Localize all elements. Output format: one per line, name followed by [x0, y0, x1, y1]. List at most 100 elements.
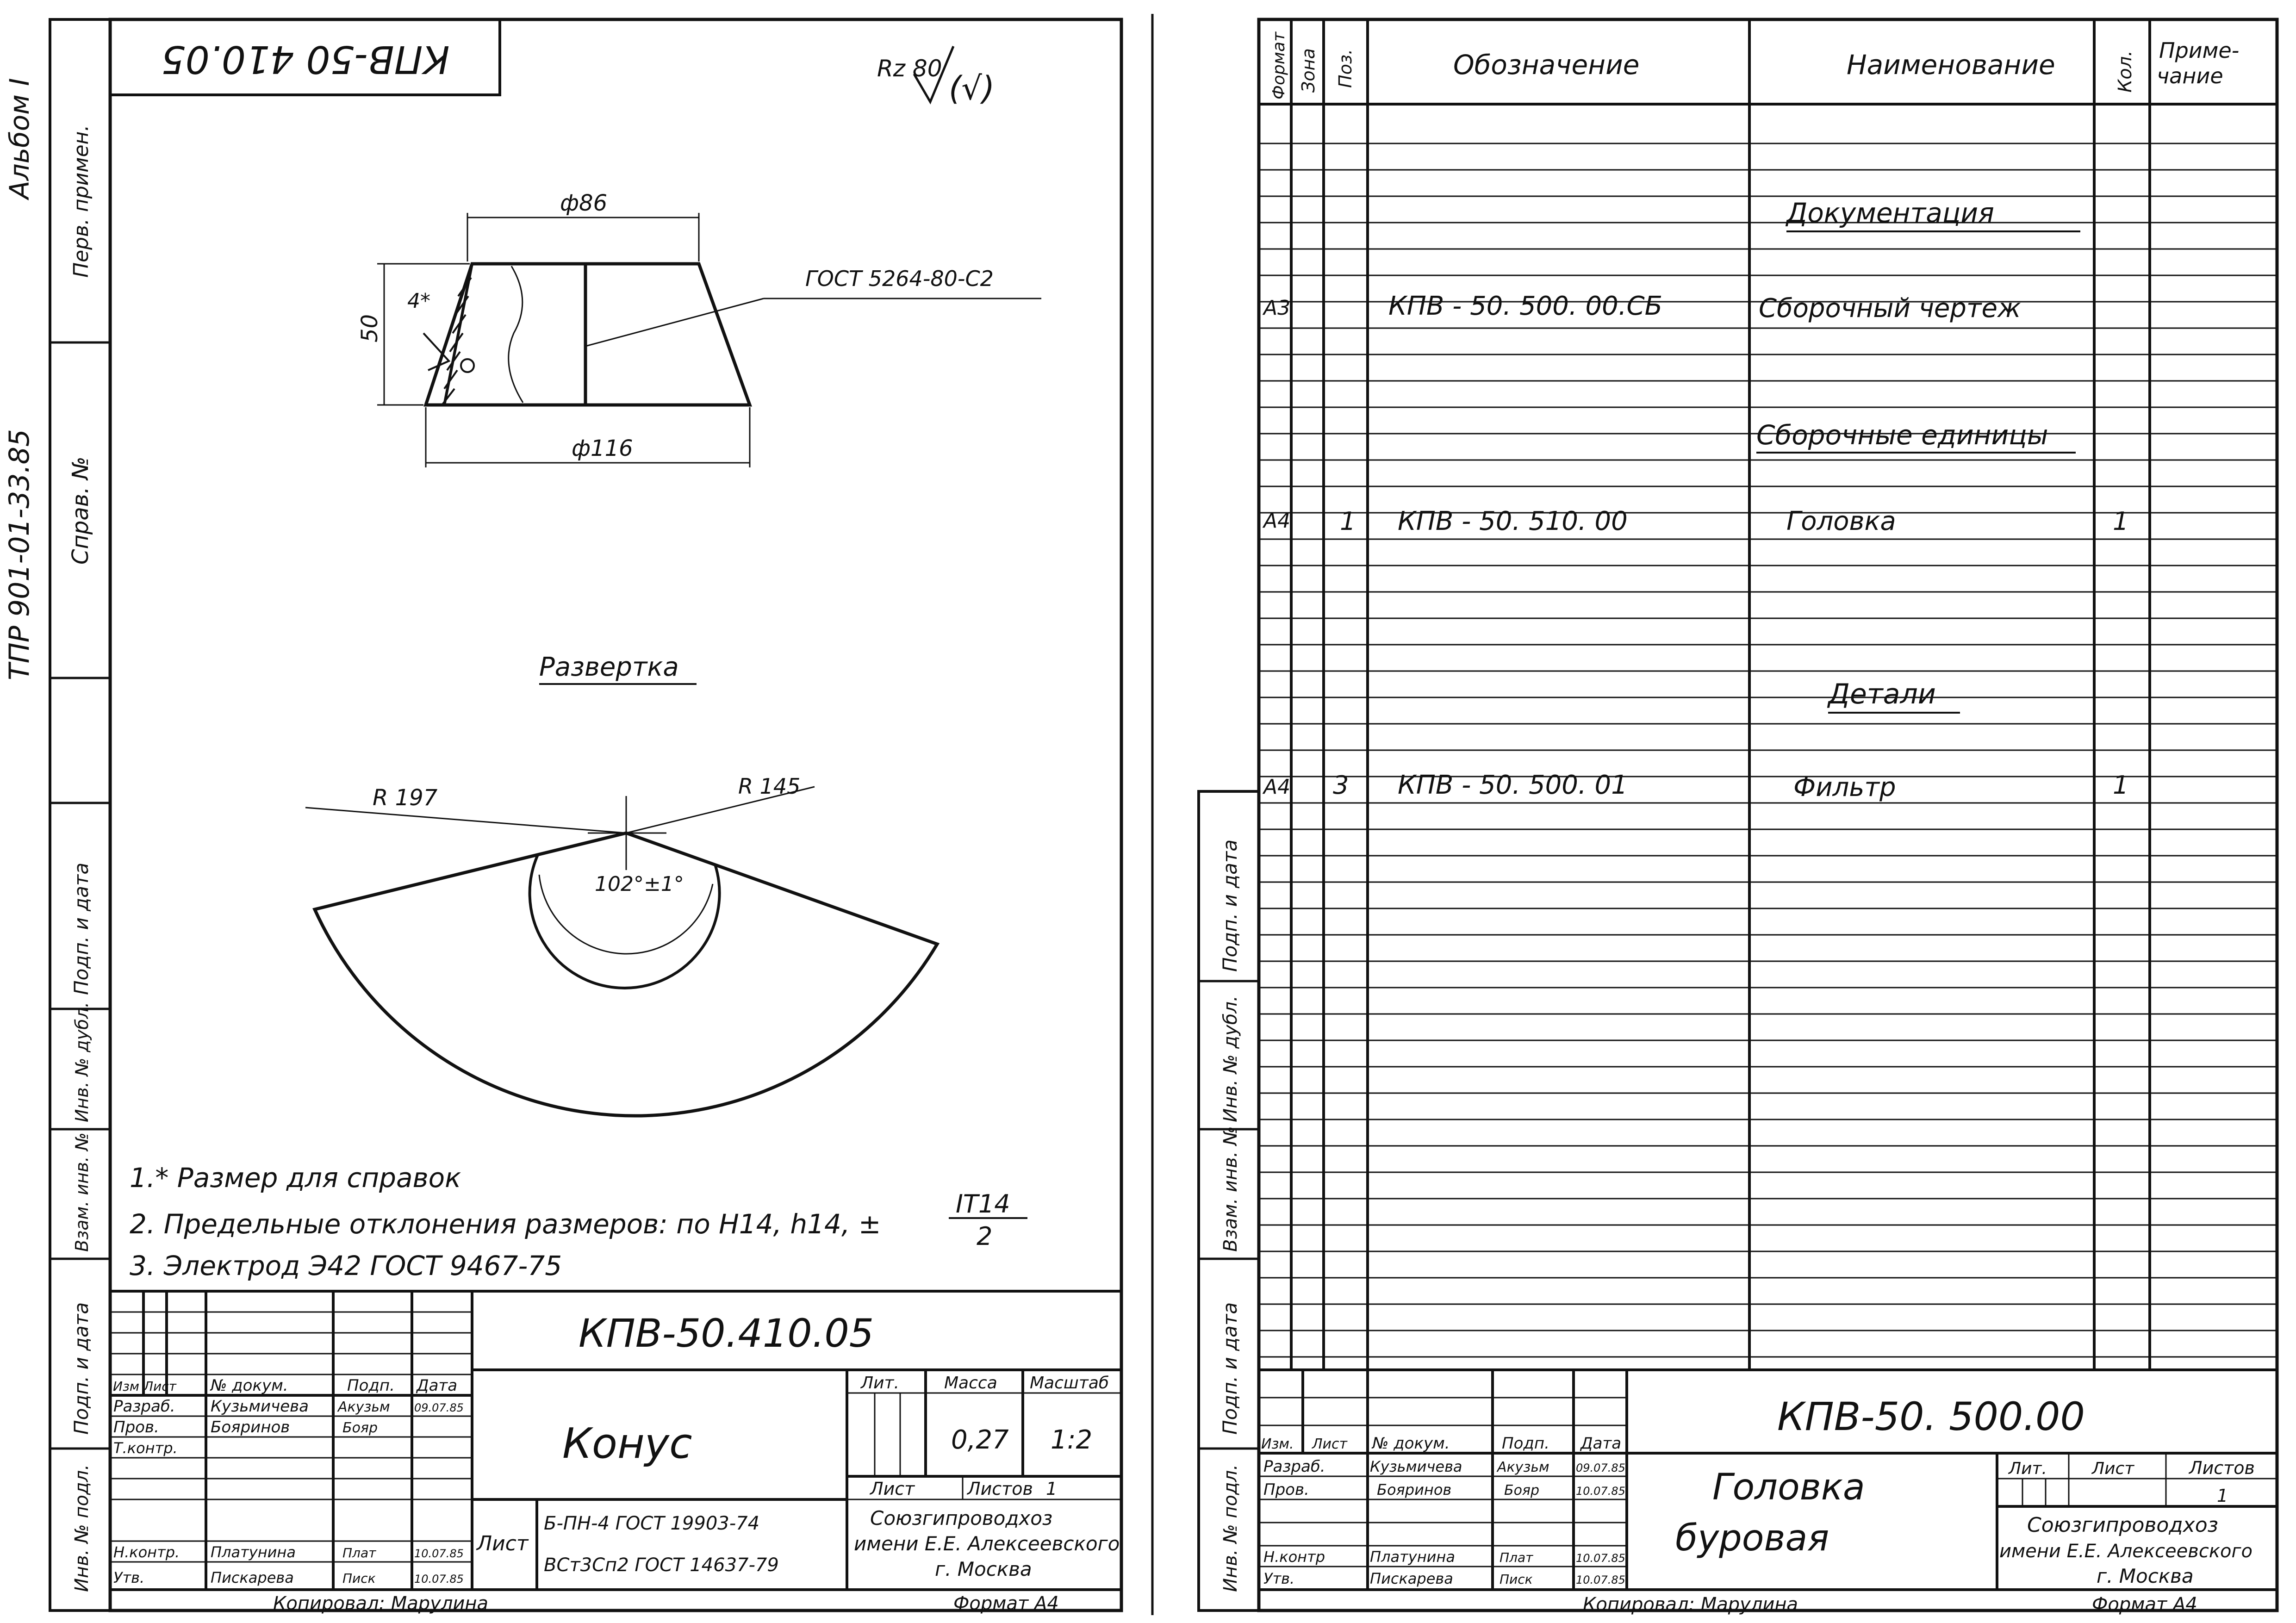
- perv-primen-label: Перв. примен.: [69, 125, 93, 278]
- org-line-2: имени Е.Е. Алексеевского: [854, 1532, 1120, 1555]
- row-date: 10.07.85: [414, 1573, 464, 1586]
- vzam-inv-label: Взам. инв. №: [72, 1132, 92, 1252]
- section-documentation: Документация: [1785, 197, 1994, 229]
- section-details: Детали: [1827, 678, 1936, 710]
- row-name: Кузьмичева: [211, 1397, 309, 1416]
- r-outer-label: R 197: [373, 785, 438, 811]
- col-poz: Поз.: [1335, 49, 1356, 88]
- row-role: Утв.: [1263, 1570, 1294, 1587]
- inv-podl-label: Инв. № подл.: [71, 1464, 93, 1592]
- product-name: буровая: [1675, 1517, 1829, 1559]
- sprav-no-label: Справ. №: [68, 456, 93, 565]
- row-sign: Пиcк: [1500, 1572, 1533, 1587]
- row-date: 10.07.85: [1576, 1573, 1625, 1586]
- right-title-block: [1259, 1368, 2277, 1591]
- col-kol: Кол.: [2115, 50, 2136, 93]
- row-sign: Плат: [1500, 1550, 1533, 1565]
- dim-top-label: ф86: [560, 190, 607, 216]
- row-name: Платунина: [1370, 1548, 1455, 1566]
- row-name: Платунина: [211, 1543, 296, 1561]
- massa-label: Масса: [944, 1374, 997, 1393]
- row-role: Разраб.: [113, 1397, 175, 1416]
- entry-format: А4: [1262, 775, 1290, 799]
- left-sheet: Альбом I ТПР 901-01-33.85 Перв. примен. …: [3, 18, 1123, 1614]
- hdr-list: Лист: [1312, 1436, 1348, 1452]
- row-date: 10.07.85: [1576, 1485, 1625, 1498]
- top-code-mirrored: КПВ-50 410.05: [161, 37, 449, 81]
- entry-name: Сборочный чертеж: [1759, 293, 2021, 323]
- org-line-2: имени Е.Е. Алексеевского: [1999, 1541, 2252, 1562]
- dim-bottom-label: ф116: [572, 435, 633, 461]
- masshtab-label: Масштаб: [1030, 1374, 1109, 1393]
- row-name: Бояринов: [1377, 1481, 1451, 1499]
- note-1: 1.* Размер для справок: [130, 1162, 461, 1194]
- list-label: Лист: [869, 1479, 915, 1499]
- masshtab-value: 1:2: [1051, 1425, 1092, 1455]
- row-date: 09.07.85: [1576, 1461, 1625, 1474]
- album-label: Альбом I: [4, 78, 35, 201]
- col-oboznachenie: Обозначение: [1453, 49, 1639, 81]
- listov-label: Листов: [2188, 1458, 2255, 1478]
- entry-name: Фильтр: [1793, 772, 1896, 802]
- hdr-list: Лист: [143, 1379, 177, 1394]
- inv-dubl-label: Инв. № дубл.: [1220, 995, 1241, 1122]
- entry-designation: КПВ - 50. 500. 00.СБ: [1388, 291, 1662, 321]
- row-sign: Бояр: [342, 1420, 378, 1436]
- row-name: Бояринов: [211, 1418, 290, 1436]
- podp-data-label: Подп. и дата: [1219, 839, 1241, 972]
- podp-data-label: Подп. и дата: [70, 863, 93, 995]
- hdr-podp: Подп.: [347, 1376, 395, 1395]
- row-name: Пискарева: [211, 1569, 294, 1586]
- specification-table: [1259, 19, 2277, 1370]
- col-zona: Зона: [1298, 48, 1319, 93]
- format-label: Формат А4: [2092, 1594, 2197, 1615]
- material-line-1: Б-ПН-4 ГОСТ 19903-74: [544, 1513, 759, 1534]
- roughness-value: Rz 80: [877, 55, 942, 82]
- listov-value: 1: [1046, 1479, 1057, 1499]
- col-primechanie: чание: [2157, 63, 2223, 88]
- right-sheet: Подп. и дата Инв. № дубл. Взам. инв. № П…: [1197, 18, 2279, 1615]
- left-frame: [108, 18, 1123, 1612]
- vzam-inv-label: Взам. инв. №: [1220, 1126, 1241, 1252]
- listov-value: 1: [2217, 1486, 2228, 1506]
- row-role: Н.контр: [1263, 1548, 1325, 1566]
- row-sign: Плат: [342, 1545, 376, 1561]
- development-view: [305, 786, 940, 1118]
- listov-label: Листов: [966, 1479, 1033, 1499]
- row-role: Пров.: [1263, 1480, 1309, 1499]
- designation: КПВ-50. 500.00: [1777, 1394, 2085, 1439]
- row-date: 09.07.85: [414, 1401, 464, 1414]
- copied-by: Копировал: Марулина: [273, 1593, 488, 1614]
- row-date: 10.07.85: [414, 1547, 464, 1560]
- cone-view: [377, 213, 1041, 467]
- row-role: Н.контр.: [113, 1543, 180, 1561]
- inv-dubl-label: Инв. № дубл.: [72, 1002, 92, 1122]
- product-name: Головка: [1712, 1467, 1865, 1508]
- col-naimenovanie: Наименование: [1847, 49, 2055, 81]
- org-line-3: г. Москва: [2097, 1565, 2194, 1587]
- org-line-3: г. Москва: [935, 1558, 1032, 1580]
- note-2: 2. Предельные отклонения размеров: по Н1…: [130, 1208, 881, 1240]
- hdr-izm: Изм: [113, 1379, 139, 1394]
- series-label: ТПР 901-01-33.85: [3, 429, 36, 680]
- weld-thickness-label: 4*: [407, 289, 430, 313]
- row-date: 10.07.85: [1576, 1552, 1625, 1565]
- row-name: Пискарева: [1370, 1570, 1453, 1587]
- podp-data-label-2: Подп. и дата: [1219, 1302, 1241, 1435]
- material-line-2: ВСт3Сп2 ГОСТ 14637-79: [544, 1555, 779, 1576]
- hdr-doc-no: № докум.: [1371, 1434, 1450, 1453]
- hdr-izm: Изм.: [1261, 1436, 1294, 1452]
- inv-podl-label: Инв. № подл.: [1220, 1464, 1241, 1592]
- entry-format: А4: [1262, 509, 1290, 533]
- note-3: 3. Электрод Э42 ГОСТ 9467-75: [130, 1250, 562, 1281]
- hdr-doc-no: № докум.: [210, 1376, 288, 1395]
- col-format: Формат: [1269, 31, 1288, 99]
- massa-value: 0,27: [951, 1425, 1009, 1455]
- r-inner-label: R 145: [738, 774, 800, 799]
- entry-designation: КПВ - 50. 500. 01: [1398, 770, 1628, 800]
- entry-poz: 3: [1333, 771, 1349, 800]
- org-line-1: Союзгипроводхоз: [2027, 1513, 2218, 1537]
- org-line-1: Союзгипроводхоз: [870, 1507, 1052, 1530]
- top-code-box: [109, 19, 501, 96]
- hdr-podp: Подп.: [1502, 1434, 1549, 1453]
